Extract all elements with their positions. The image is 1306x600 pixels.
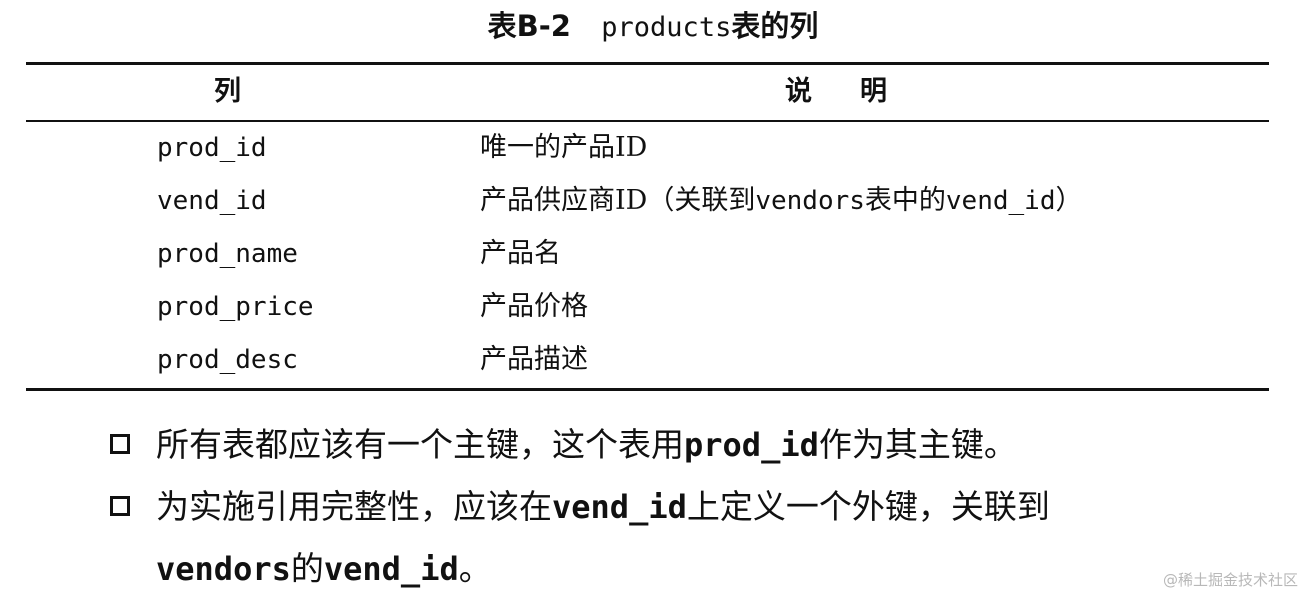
desc-code: vend_id	[945, 186, 1056, 216]
desc-text: ）	[1055, 185, 1083, 216]
table-row: prod_name 产品名	[0, 228, 1306, 281]
column-description-cell: 产品供应商ID（关联到vendors表中的vend_id）	[480, 181, 1082, 221]
checkbox-bullet-icon	[110, 434, 130, 454]
watermark: @稀土掘金技术社区	[1162, 571, 1298, 589]
column-name-cell: prod_name	[157, 239, 298, 269]
caption-label: 表B-2	[487, 9, 571, 43]
table-header-rule	[26, 120, 1269, 122]
table-row: prod_desc 产品描述	[0, 334, 1306, 387]
bullet-text: 所有表都应该有一个主键，这个表用prod_id作为其主键。	[156, 414, 1290, 476]
bullet-text-part: 的	[290, 549, 324, 588]
bullet-code: vendors	[156, 550, 291, 588]
column-header-description: 说明	[785, 76, 935, 107]
bullet-code: vend_id	[323, 550, 459, 588]
desc-code: vendors	[755, 186, 865, 216]
column-name-cell: prod_price	[157, 292, 314, 322]
table-caption: 表B-2 products表的列	[0, 4, 1306, 50]
table-bottom-rule	[26, 388, 1269, 391]
bullet-text-part: 上定义一个外键，关联到	[686, 487, 1050, 526]
bullet-item: 所有表都应该有一个主键，这个表用prod_id作为其主键。	[110, 414, 1290, 476]
bullet-code: prod_id	[684, 426, 819, 464]
column-description-cell: 产品名	[480, 238, 561, 269]
bullet-text-part: 所有表都应该有一个主键，这个表用	[156, 425, 684, 464]
column-name-cell: vend_id	[157, 186, 267, 216]
caption-table-name: products	[601, 12, 732, 43]
column-description-cell: 产品价格	[480, 291, 588, 322]
column-header-name: 列	[214, 76, 241, 107]
column-name-cell: prod_id	[157, 133, 267, 163]
desc-text: 表中的	[864, 185, 946, 216]
table-row: vend_id 产品供应商ID（关联到vendors表中的vend_id）	[0, 175, 1306, 228]
column-description-cell: 产品描述	[480, 344, 588, 375]
column-description-cell: 唯一的产品ID	[480, 132, 648, 163]
column-name-cell: prod_desc	[157, 345, 298, 375]
table-row: prod_id 唯一的产品ID	[0, 122, 1306, 175]
bullet-text-part: 。	[458, 549, 492, 588]
table-row: prod_price 产品价格	[0, 281, 1306, 334]
checkbox-bullet-icon	[110, 496, 130, 516]
table-top-rule	[26, 62, 1269, 65]
bullet-code: vend_id	[552, 488, 687, 526]
bullet-text-part: 为实施引用完整性，应该在	[156, 487, 552, 526]
caption-suffix: 表的列	[731, 9, 819, 43]
bullet-text-part: 作为其主键。	[818, 425, 1017, 464]
desc-text: 产品供应商ID（关联到	[480, 185, 756, 216]
